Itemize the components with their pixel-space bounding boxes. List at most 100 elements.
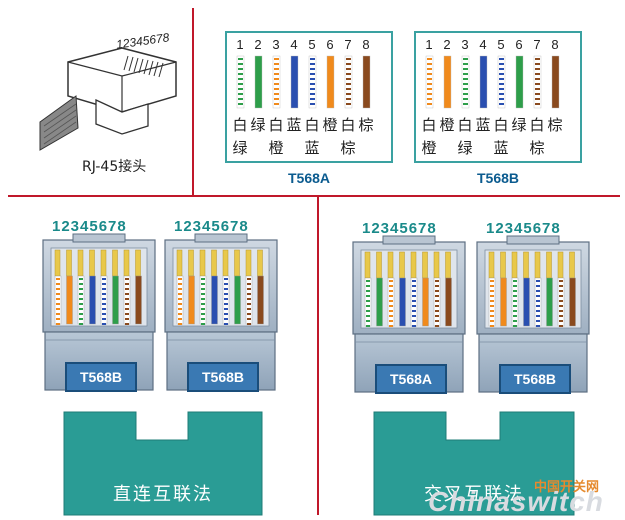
pin-number: 4	[479, 37, 487, 52]
plug-standard-badge: T568B	[499, 364, 571, 394]
watermark-cn: 中国开关网	[534, 480, 600, 495]
pin-number: 5	[308, 37, 316, 52]
plug-wire	[123, 249, 131, 325]
color-label: 橙	[421, 139, 437, 157]
straight-through-title: 直连互联法	[113, 484, 213, 505]
plug-standard-badge: T568B	[65, 362, 137, 392]
panel-wire-strip	[308, 55, 317, 109]
crossover-cable	[373, 411, 575, 516]
plug-wire	[66, 249, 73, 325]
panel-wire-strip	[515, 55, 524, 109]
panel-wire-strip	[533, 55, 542, 109]
plug-wire	[176, 249, 184, 325]
color-label: 棕	[340, 139, 356, 157]
plug-wire	[445, 251, 452, 327]
panel-wire-strip	[344, 55, 353, 109]
pin-number: 4	[290, 37, 298, 52]
pin-number: 1	[236, 37, 244, 52]
plug-wire	[135, 249, 142, 325]
straight-through-cable	[63, 411, 263, 516]
plug-wire	[557, 251, 565, 327]
panel-wire-strip	[326, 55, 335, 109]
t568a-title: T568A	[287, 170, 331, 186]
color-label: 白	[340, 116, 356, 134]
color-label: 白	[268, 116, 284, 134]
plug-wire	[488, 251, 496, 327]
plug-wire	[376, 251, 383, 327]
color-label: 白	[421, 116, 437, 134]
color-label: 橙	[268, 139, 284, 157]
plug-wire	[500, 251, 507, 327]
plug-wire	[89, 249, 96, 325]
plug-wire	[546, 251, 553, 327]
color-label: 蓝	[475, 116, 491, 134]
crossover-title: 交叉互联法	[424, 484, 524, 505]
plug-pin-numbers: 12345678	[174, 218, 249, 235]
plug-wire	[222, 249, 230, 325]
t568b-wire-strips	[425, 55, 560, 109]
plug-pin-numbers: 12345678	[486, 220, 561, 237]
color-label: 蓝	[304, 139, 320, 157]
color-label: 绿	[511, 116, 527, 134]
color-label: 棕	[547, 116, 563, 134]
plug-wire	[364, 251, 372, 327]
color-label: 白	[457, 116, 473, 134]
color-label	[546, 137, 564, 158]
plug-wire	[569, 251, 576, 327]
plug-wire	[433, 251, 441, 327]
t568a-pin-numbers: 1 2 3 4 5 6 7 8	[231, 37, 375, 52]
color-label: 棕	[529, 139, 545, 157]
plug-standard-badge: T568B	[187, 362, 259, 392]
pin-number: 8	[362, 37, 370, 52]
plug-wire	[100, 249, 108, 325]
plug-wire	[523, 251, 530, 327]
t568a-color-row-top: 白 绿 白 蓝 白 橙 白 棕	[231, 114, 375, 135]
pin-number: 1	[425, 37, 433, 52]
color-label: 白	[493, 116, 509, 134]
pin-number: 3	[461, 37, 469, 52]
pin-number: 7	[533, 37, 541, 52]
plug-wire	[188, 249, 195, 325]
plug-wire	[199, 249, 207, 325]
color-label: 棕	[358, 116, 374, 134]
plug-wire	[534, 251, 542, 327]
color-label: 蓝	[286, 116, 302, 134]
panel-wire-strip	[236, 55, 245, 109]
plug-pin-numbers: 12345678	[362, 220, 437, 237]
t568b-color-row-top: 白 橙 白 蓝 白 绿 白 棕	[420, 114, 564, 135]
panel-wire-strip	[254, 55, 263, 109]
plug-wire	[410, 251, 418, 327]
color-label: 白	[304, 116, 320, 134]
panel-wire-strip	[443, 55, 452, 109]
color-label	[249, 137, 267, 158]
panel-wire-strip	[461, 55, 470, 109]
pin-number: 2	[254, 37, 262, 52]
t568b-title: T568B	[476, 170, 520, 186]
color-label: 绿	[250, 116, 266, 134]
t568a-color-row-bottom: 绿 橙 蓝 棕	[231, 137, 375, 158]
plug-wire	[112, 249, 119, 325]
color-label: 蓝	[493, 139, 509, 157]
color-label	[438, 137, 456, 158]
panel-wire-strip	[290, 55, 299, 109]
pin-number: 5	[497, 37, 505, 52]
color-label: 绿	[457, 139, 473, 157]
rj45-connector-drawing	[39, 47, 177, 151]
rj45-plug	[42, 233, 156, 391]
t568b-color-row-bottom: 橙 绿 蓝 棕	[420, 137, 564, 158]
panel-wire-strip	[272, 55, 281, 109]
pin-number: 8	[551, 37, 559, 52]
pin-number: 7	[344, 37, 352, 52]
plug-pin-numbers: 12345678	[52, 218, 127, 235]
pin-number: 3	[272, 37, 280, 52]
plug-wire	[257, 249, 264, 325]
color-label: 白	[529, 116, 545, 134]
color-label	[321, 137, 339, 158]
panel-wire-strip	[497, 55, 506, 109]
color-label	[285, 137, 303, 158]
panel-wire-strip	[362, 55, 371, 109]
plug-standard-badge: T568A	[375, 364, 447, 394]
plug-wire	[422, 251, 429, 327]
color-label: 绿	[232, 139, 248, 157]
plug-wire	[511, 251, 519, 327]
